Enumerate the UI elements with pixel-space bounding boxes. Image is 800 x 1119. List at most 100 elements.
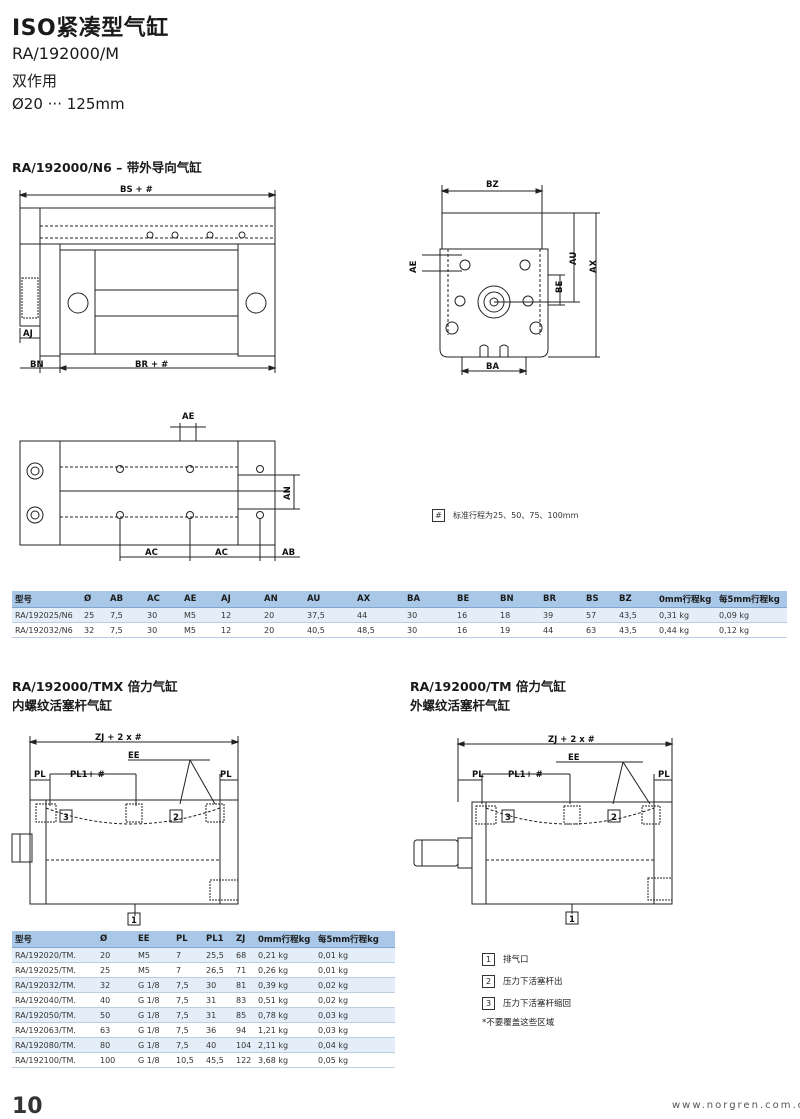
table-cell: 30 bbox=[203, 977, 233, 993]
dim-zj: ZJ + 2 x # bbox=[548, 735, 595, 745]
table-cell: RA/192025/N6 bbox=[12, 607, 81, 623]
dim-ac-1: AC bbox=[145, 548, 158, 558]
table-cell: 30 bbox=[144, 622, 181, 638]
table-cell: 0,02 kg bbox=[315, 992, 395, 1008]
table-cell: 85 bbox=[233, 1007, 255, 1023]
column-header: AE bbox=[181, 591, 218, 608]
table-cell: RA/192032/TM. bbox=[12, 977, 97, 993]
table-cell: G 1/8 bbox=[135, 1037, 173, 1053]
table-cell: 0,02 kg bbox=[315, 977, 395, 993]
table-cell: 0,21 kg bbox=[255, 947, 315, 963]
column-header: Ø bbox=[81, 591, 107, 608]
table-cell: 0,01 kg bbox=[315, 962, 395, 978]
table-cell: 31 bbox=[203, 992, 233, 1008]
dim-zj: ZJ + 2 x # bbox=[95, 733, 142, 743]
table-cell: 43,5 bbox=[616, 607, 656, 623]
table-cell: 80 bbox=[97, 1037, 135, 1053]
dim-bz: BZ bbox=[486, 180, 499, 190]
column-header: AX bbox=[354, 591, 404, 608]
hash-symbol-box: # bbox=[432, 509, 445, 522]
table-cell: RA/192020/TM. bbox=[12, 947, 97, 963]
table-cell: 37,5 bbox=[304, 607, 354, 623]
legend-text: 压力下活塞杆缩回 bbox=[503, 999, 572, 1009]
dim-bs: BS + # bbox=[120, 185, 153, 195]
page-title: ISO紧凑型气缸 bbox=[12, 16, 169, 41]
table-cell: 16 bbox=[454, 622, 497, 638]
column-header: 0mm行程kg bbox=[255, 931, 315, 948]
column-header: BS bbox=[583, 591, 616, 608]
table-cell: 2,11 kg bbox=[255, 1037, 315, 1053]
table-cell: 30 bbox=[404, 622, 454, 638]
table-cell: 104 bbox=[233, 1037, 255, 1053]
column-header: 型号 bbox=[12, 591, 81, 608]
table-cell: 7,5 bbox=[173, 1007, 203, 1023]
table-cell: 50 bbox=[97, 1007, 135, 1023]
dim-br: BR + # bbox=[135, 360, 168, 370]
section3-heading-2: 外螺纹活塞杆气缸 bbox=[410, 698, 511, 713]
table-cell: 0,04 kg bbox=[315, 1037, 395, 1053]
dim-pl1: PL1+ # bbox=[508, 770, 543, 780]
callout-3: 3 bbox=[505, 813, 511, 823]
dim-pl-left: PL bbox=[472, 770, 484, 780]
dim-au: AU bbox=[569, 252, 579, 265]
page-number: 10 bbox=[12, 1094, 43, 1119]
table-cell: 0,31 kg bbox=[656, 607, 716, 623]
table-cell: 39 bbox=[540, 607, 583, 623]
table-cell: 3,68 kg bbox=[255, 1052, 315, 1068]
column-header: AU bbox=[304, 591, 354, 608]
bore-range: Ø20 ··· 125mm bbox=[12, 95, 125, 113]
dim-pl-right: PL bbox=[220, 770, 232, 780]
table-cell: 122 bbox=[233, 1052, 255, 1068]
table-cell: 0,51 kg bbox=[255, 992, 315, 1008]
table-cell: 31 bbox=[203, 1007, 233, 1023]
table-cell: 19 bbox=[497, 622, 540, 638]
table-cell: M5 bbox=[181, 622, 218, 638]
table-cell: 1,21 kg bbox=[255, 1022, 315, 1038]
dim-ee: EE bbox=[128, 751, 140, 761]
table-cell: 45,5 bbox=[203, 1052, 233, 1068]
table-cell: 83 bbox=[233, 992, 255, 1008]
table-cell: 0,03 kg bbox=[315, 1007, 395, 1023]
callout-2: 2 bbox=[611, 813, 617, 823]
dim-ba: BA bbox=[486, 362, 499, 372]
column-header: AJ bbox=[218, 591, 261, 608]
table-cell: 44 bbox=[354, 607, 404, 623]
column-header: AN bbox=[261, 591, 304, 608]
table-cell: 100 bbox=[97, 1052, 135, 1068]
table-cell: 81 bbox=[233, 977, 255, 993]
table-cell: 30 bbox=[144, 607, 181, 623]
legend-number: 2 bbox=[482, 974, 495, 988]
dim-ac-2: AC bbox=[215, 548, 228, 558]
table-cell: 0,05 kg bbox=[315, 1052, 395, 1068]
tmx-drawing: ZJ + 2 x # EE PL PL1+ # PL 3 2 1 bbox=[11, 733, 240, 926]
table-cell: 7,5 bbox=[173, 1022, 203, 1038]
dim-ae-side: AE bbox=[409, 260, 419, 273]
table-cell: RA/192063/TM. bbox=[12, 1022, 97, 1038]
column-header: 每5mm行程kg bbox=[315, 931, 395, 948]
legend-item-extend: 2 压力下活塞杆出 bbox=[482, 970, 571, 992]
table-cell: 7,5 bbox=[107, 622, 144, 638]
table-cell: 44 bbox=[540, 622, 583, 638]
column-header: Ø bbox=[97, 931, 135, 948]
table-cell: 63 bbox=[583, 622, 616, 638]
legend-text: 排气口 bbox=[503, 955, 529, 965]
table-cell: 25 bbox=[81, 607, 107, 623]
dim-ae-top: AE bbox=[182, 412, 195, 422]
column-header: 每5mm行程kg bbox=[716, 591, 787, 608]
table-cell: 0,01 kg bbox=[315, 947, 395, 963]
table-cell: 0,09 kg bbox=[716, 607, 787, 623]
table-cell: G 1/8 bbox=[135, 992, 173, 1008]
table-cell: 0,03 kg bbox=[315, 1022, 395, 1038]
legend-footnote: *不要覆盖这些区域 bbox=[482, 1018, 555, 1028]
column-header: BN bbox=[497, 591, 540, 608]
dim-pl-left: PL bbox=[34, 770, 46, 780]
dim-an: AN bbox=[283, 486, 293, 500]
